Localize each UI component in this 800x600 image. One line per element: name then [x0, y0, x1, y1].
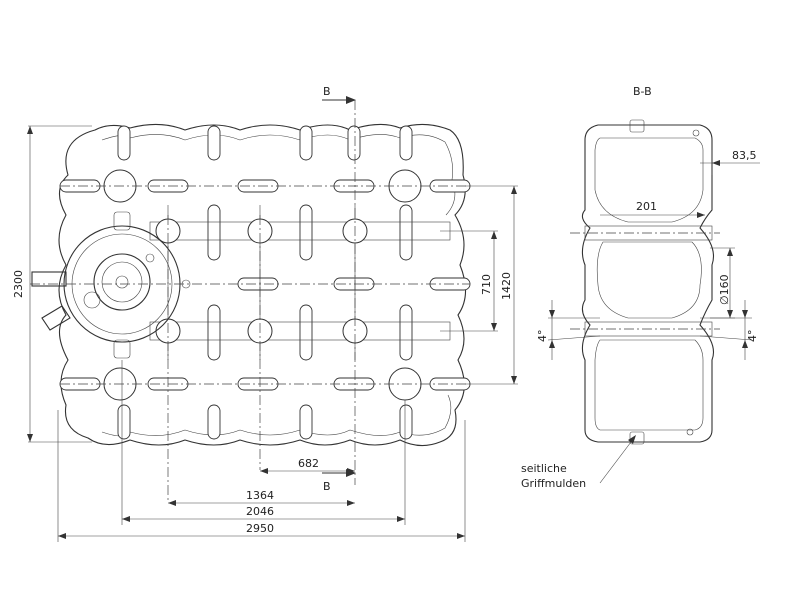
dim-83-5-label: 83,5: [732, 149, 757, 162]
dim-2950-label: 2950: [246, 522, 274, 535]
dim-2950: 2950: [57, 410, 466, 542]
dim-angle-left-label: 4°: [536, 330, 549, 343]
dim-1364-label: 1364: [246, 489, 274, 502]
dim-angle-right-label: 4°: [746, 330, 759, 343]
dim-83-5: 83,5: [700, 149, 760, 175]
dim-2046: 2046: [121, 360, 406, 525]
dim-1364: 1364: [168, 489, 355, 506]
vertical-ribs: [117, 125, 413, 440]
dim-2300-label: 2300: [12, 270, 25, 298]
dim-1420: 1420: [465, 185, 518, 385]
tank-outline: [58, 123, 467, 447]
dim-angle-left: 4°: [536, 300, 601, 360]
section-marker-bottom: B: [322, 469, 356, 493]
dim-201-label: 201: [636, 200, 657, 213]
ports: [103, 169, 422, 401]
section-marker-top-label: B: [323, 85, 331, 98]
section-title: B-B: [633, 85, 652, 98]
dim-160-label: ∅160: [718, 274, 731, 305]
dim-682: 682: [260, 457, 355, 474]
section-marker-top: B: [322, 85, 356, 104]
dim-2046-label: 2046: [246, 505, 274, 518]
plan-view: B B 2300 1420: [12, 85, 518, 542]
dim-1420-label: 1420: [500, 272, 513, 300]
dim-2300: 2300: [12, 125, 92, 443]
dim-angle-right: 4°: [699, 300, 759, 360]
callout-line2: Griffmulden: [521, 477, 586, 490]
center-lines: [30, 100, 470, 500]
section-marker-bottom-label: B: [323, 480, 331, 493]
callout-griffmulden: seitliche Griffmulden: [521, 435, 636, 490]
section-outline: [581, 124, 715, 443]
section-view: B-B 83,5 201: [521, 85, 760, 490]
callout-line1: seitliche: [521, 462, 567, 475]
dim-710-label: 710: [480, 274, 493, 295]
dim-682-label: 682: [298, 457, 319, 470]
dim-201: 201: [600, 200, 705, 218]
dim-160: ∅160: [710, 247, 735, 319]
dim-710: 710: [440, 230, 498, 332]
